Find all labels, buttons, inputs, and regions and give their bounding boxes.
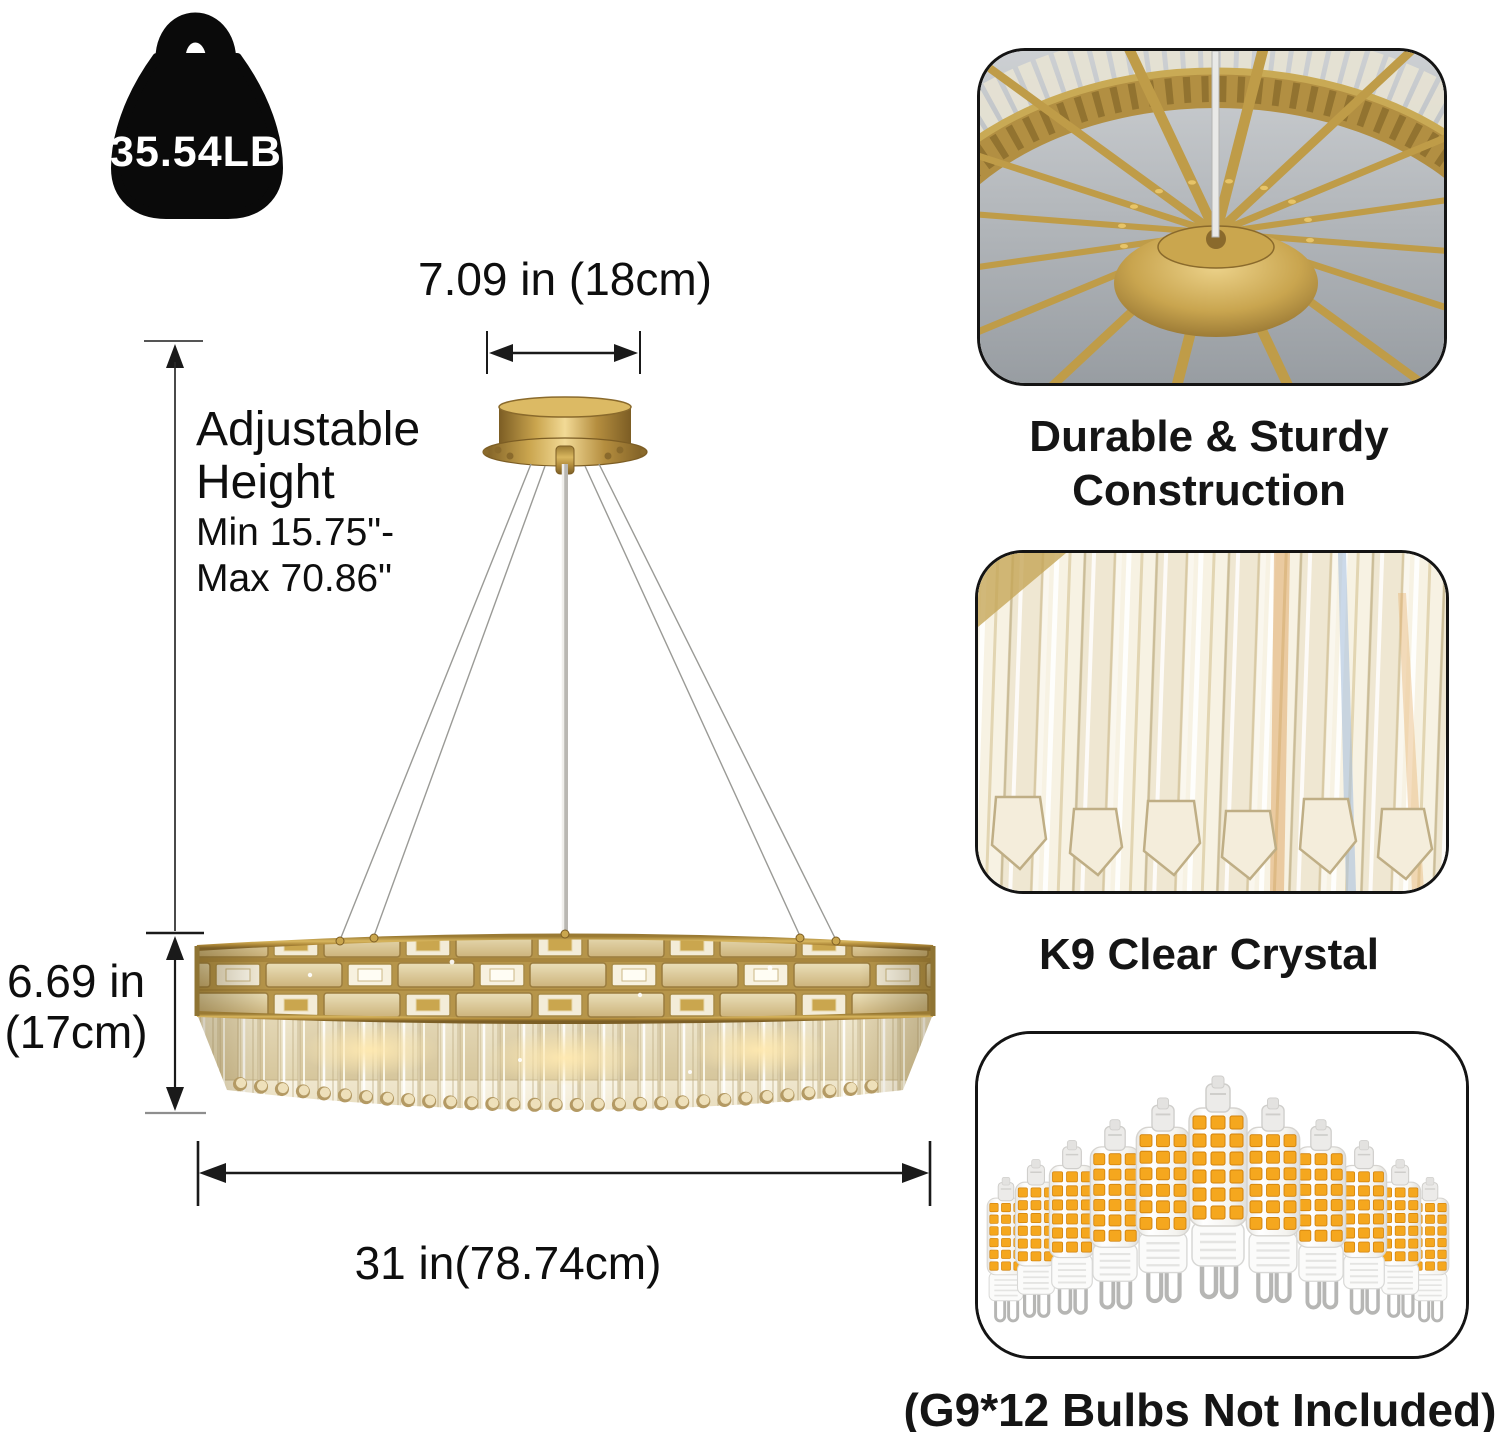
adjustable-height-label: Adjustable Height Min 15.75"- Max 70.86"	[196, 403, 421, 603]
ceiling-canopy	[482, 396, 648, 475]
feature-card-crystal	[975, 550, 1449, 894]
adjustable-height-max: Max 70.86"	[196, 557, 392, 601]
fixture-height-line1: 6.69 in	[6, 955, 146, 1007]
fixture-width-label: 31 in(78.74cm)	[354, 1237, 662, 1289]
construction-photo	[980, 51, 1444, 383]
bulbs-photo	[978, 1034, 1466, 1356]
bulbs-caption: (G9*12 Bulbs Not Included)	[903, 1384, 1497, 1432]
dimension-diagram	[111, 12, 936, 1206]
suspension-cables	[339, 463, 837, 941]
crystal-photo	[978, 553, 1446, 891]
fixture-height-label: 6.69 in (17cm)	[0, 956, 156, 1057]
chandelier	[194, 929, 936, 1112]
feature-card-construction	[977, 48, 1447, 386]
fixture-width-arrow	[196, 1141, 932, 1206]
construction-caption-line2: Construction	[1072, 465, 1346, 515]
crystal-caption: K9 Clear Crystal	[1039, 930, 1379, 979]
adjustable-height-line1: Adjustable	[196, 403, 421, 456]
adjustable-height-min: Min 15.75"-	[196, 510, 395, 554]
fixture-height-arrow	[145, 936, 206, 1115]
weight-icon	[111, 12, 283, 219]
feature-card-bulbs	[975, 1031, 1469, 1359]
construction-caption-line1: Durable & Sturdy	[1029, 412, 1389, 461]
adjustable-height-line2: Height	[196, 455, 335, 509]
fixture-height-line2: (17cm)	[4, 1005, 148, 1058]
center-rod	[561, 464, 568, 934]
canopy-width-arrow	[486, 331, 641, 374]
weight-badge-label: 35.54LB	[110, 128, 282, 176]
adjustable-height-arrow	[144, 340, 204, 935]
construction-caption: Durable & Sturdy Construction	[977, 410, 1441, 517]
canopy-width-label: 7.09 in (18cm)	[417, 253, 712, 305]
prism-tips	[990, 795, 1434, 881]
